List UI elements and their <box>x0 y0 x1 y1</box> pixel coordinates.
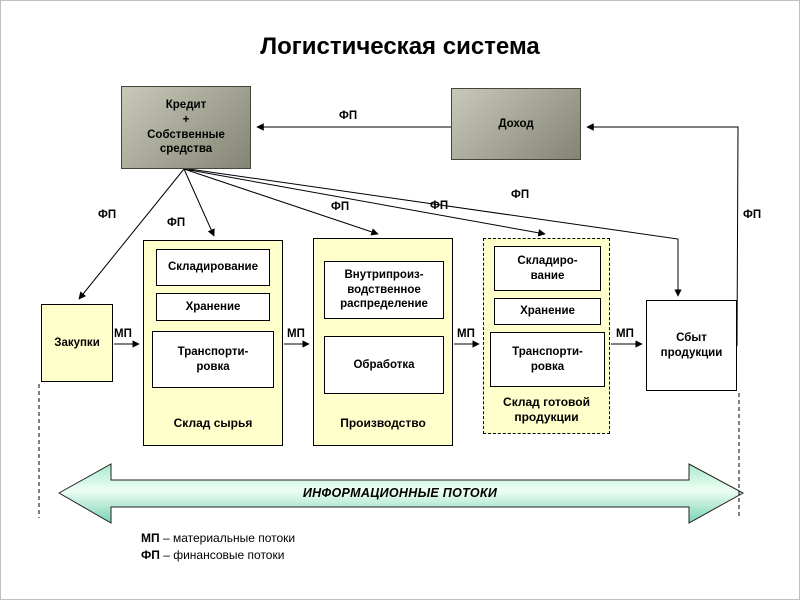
info-flow-label: ИНФОРМАЦИОННЫЕ ПОТОКИ <box>302 486 498 500</box>
mp-label-1: МП <box>114 328 132 340</box>
legend-fp-term: ФП <box>141 548 160 562</box>
legend-mp-desc: – материальные потоки <box>159 531 296 545</box>
finished-warehouse-item-keeping: Хранение <box>494 298 601 325</box>
legend-fp-desc: – финансовые потоки <box>159 548 285 562</box>
arrow-fp-credit-to-production <box>183 168 379 236</box>
legend-mp: МП – материальные потоки <box>141 530 295 547</box>
credit-box: Кредит + Собственные средства <box>121 86 251 169</box>
mp-label-4: МП <box>616 328 634 340</box>
finished-warehouse-item-transport: Транспорти- ровка <box>490 332 605 387</box>
finished-warehouse-item-storage: Складиро- вание <box>494 246 601 291</box>
raw-warehouse-title: Склад сырья <box>173 416 253 430</box>
production-title: Производство <box>340 416 426 430</box>
info-flow-arrow <box>57 463 745 524</box>
raw-warehouse-item-keeping: Хранение <box>156 293 270 321</box>
fp-label-raw: ФП <box>167 217 186 229</box>
legend-fp: ФП – финансовые потоки <box>141 547 295 564</box>
finished-warehouse-title: Склад готовой продукции <box>503 395 590 424</box>
fp-label-purchases: ФП <box>98 209 117 221</box>
raw-warehouse-item-storage: Складирование <box>156 249 270 286</box>
fp-label-finished: ФП <box>430 200 449 212</box>
fp-label-sales: ФП <box>511 189 530 201</box>
arrow-fp-credit-to-purchases <box>78 168 185 300</box>
page-title: Логистическая система <box>260 33 540 60</box>
production-group: Внутрипроиз- водственное распределение О… <box>313 238 453 446</box>
arrow-fp-sales-to-income <box>586 123 739 347</box>
arrow-fp-credit-to-finished-warehouse <box>183 168 546 237</box>
mp-label-3: МП <box>457 328 475 340</box>
arrow-fp-credit-to-raw-warehouse <box>183 168 215 237</box>
sales-box: Сбыт продукции <box>646 300 737 391</box>
income-box: Доход <box>451 88 581 160</box>
fp-label-income: ФП <box>339 110 358 122</box>
purchases-box: Закупки <box>41 304 113 382</box>
legend-mp-term: МП <box>141 531 160 545</box>
production-item-processing: Обработка <box>324 336 444 394</box>
fp-label-production: ФП <box>331 201 350 213</box>
arrow-fp-credit-to-sales <box>188 168 682 297</box>
production-item-distribution: Внутрипроиз- водственное распределение <box>324 261 444 319</box>
fp-label-right-loop: ФП <box>743 209 762 221</box>
raw-warehouse-item-transport: Транспорти- ровка <box>152 331 274 388</box>
legend: МП – материальные потоки ФП – финансовые… <box>141 530 295 564</box>
raw-warehouse-group: Складирование Хранение Транспорти- ровка… <box>143 240 283 446</box>
finished-warehouse-group: Складиро- вание Хранение Транспорти- ров… <box>483 238 610 434</box>
mp-label-2: МП <box>287 328 305 340</box>
